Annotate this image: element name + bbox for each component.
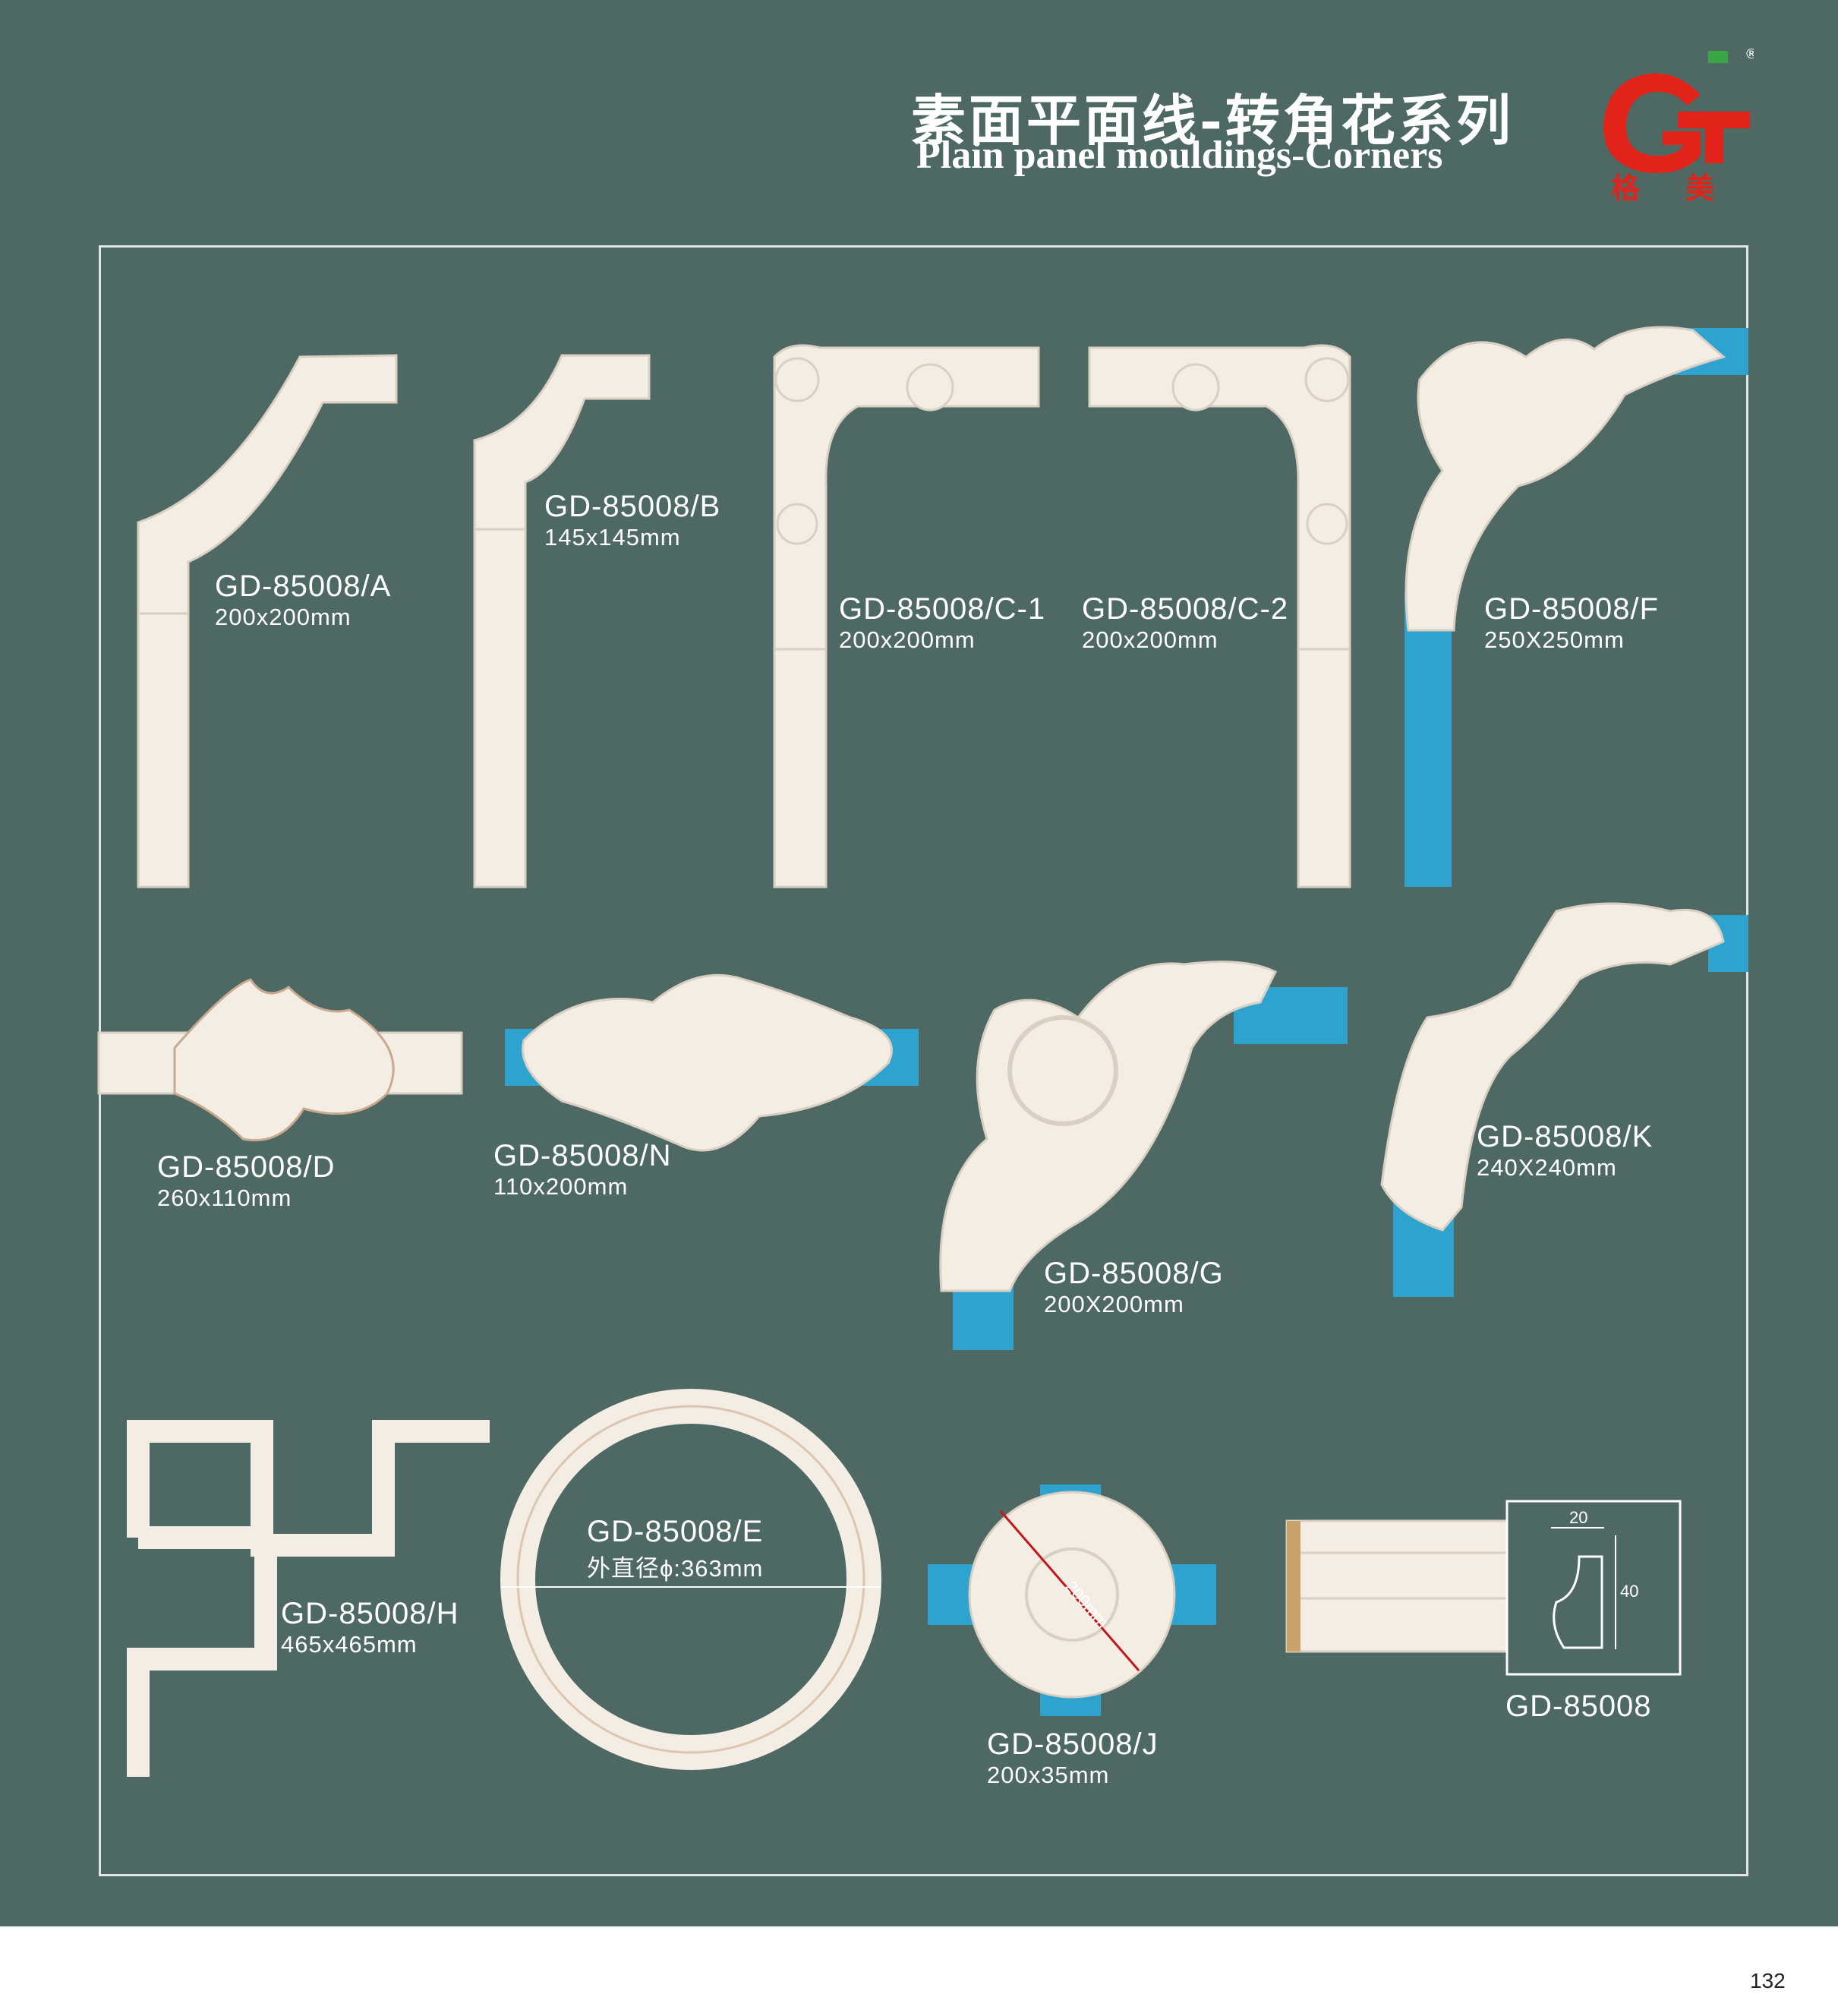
frame-moulding-h-image bbox=[127, 1420, 490, 1777]
center-ornament-n-image bbox=[505, 973, 919, 1152]
profile-width-label: 20 bbox=[1569, 1508, 1587, 1527]
page-number: 132 bbox=[1750, 1969, 1786, 1992]
corner-moulding-c2-image bbox=[1088, 344, 1351, 888]
registered-mark: ® bbox=[1745, 46, 1754, 62]
corner-ornament-f-image bbox=[1405, 326, 1748, 887]
brand-name: 格美 bbox=[1611, 171, 1754, 201]
corner-ornament-k-image bbox=[1380, 902, 1748, 1297]
corner-moulding-a-image bbox=[137, 354, 398, 888]
center-ornament-d-image bbox=[97, 978, 463, 1142]
g-monogram-logo-icon: ® 格美 bbox=[1603, 46, 1754, 201]
page-title-chinese: 素面平面线-转角花系列 bbox=[911, 88, 1514, 153]
straight-moulding-image bbox=[1285, 1519, 1509, 1653]
rosette-j-image: 200mm bbox=[928, 1484, 1216, 1716]
catalog-page: 素面平面线-转角花系列 Plain panel mouldings-Corner… bbox=[0, 0, 1838, 1926]
profile-diagram: 20 40 bbox=[1505, 1500, 1682, 1676]
ring-moulding-e-image bbox=[500, 1389, 881, 1770]
page-title-english: Plain panel mouldings-Corners bbox=[916, 134, 1443, 177]
product-illustrations: 200mm 20 40 bbox=[97, 326, 1748, 1777]
corner-moulding-b-image bbox=[473, 354, 651, 888]
corner-ornament-g-image bbox=[939, 961, 1348, 1350]
product-label-profile: GD-85008 bbox=[1505, 1689, 1652, 1723]
corner-moulding-c1-image bbox=[773, 344, 1040, 888]
profile-height-label: 40 bbox=[1620, 1582, 1638, 1601]
